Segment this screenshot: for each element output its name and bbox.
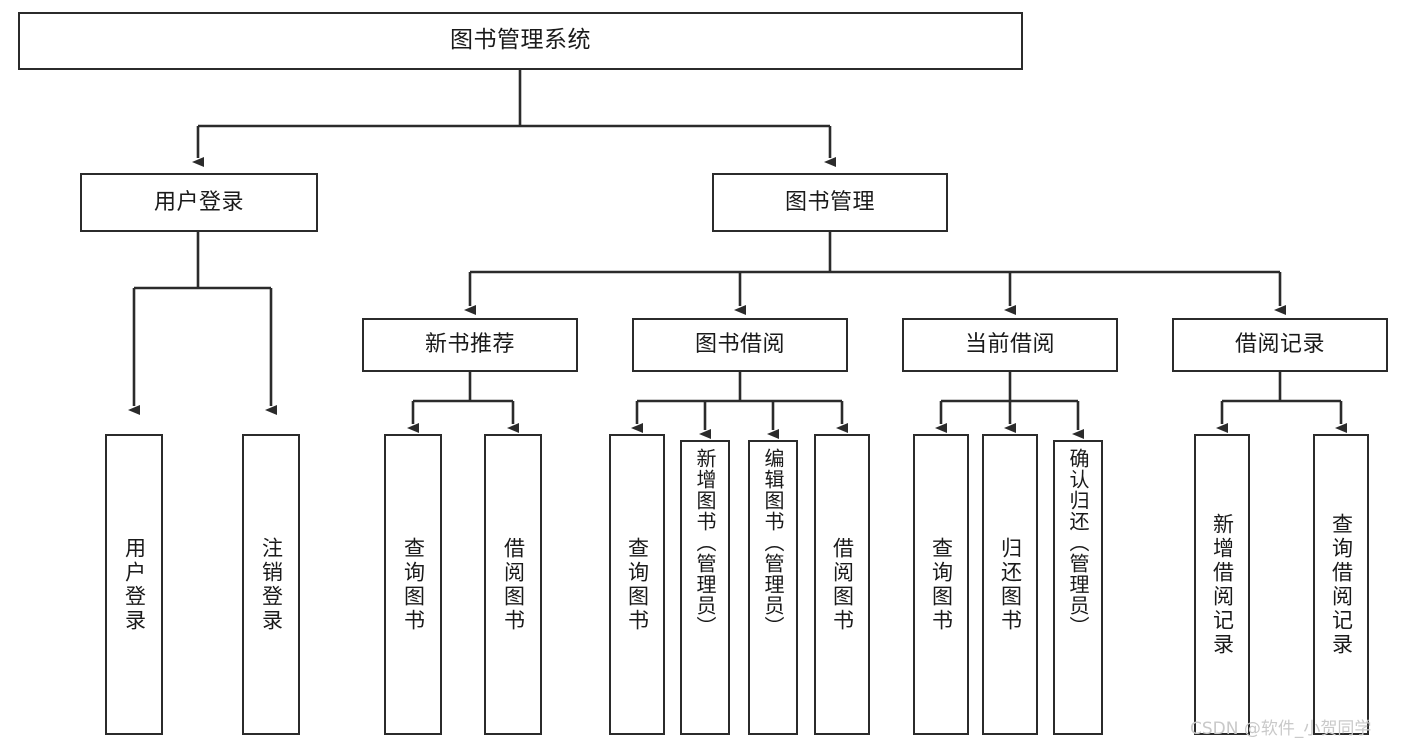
node-label: 借阅图书 bbox=[501, 536, 526, 633]
node-label: 当前借阅 bbox=[964, 332, 1055, 358]
node-label: 新书推荐 bbox=[424, 332, 515, 358]
node-label: 确认归还（管理员） bbox=[1066, 448, 1090, 637]
node-label: 借阅记录 bbox=[1234, 332, 1325, 358]
leaf-cb-query-book[interactable]: 查询图书 bbox=[913, 434, 969, 735]
node-label: 用户登录 bbox=[122, 536, 147, 633]
node-borrow-record[interactable]: 借阅记录 bbox=[1172, 318, 1388, 372]
node-label: 查询图书 bbox=[401, 536, 426, 633]
leaf-br-add-record[interactable]: 新增借阅记录 bbox=[1194, 434, 1250, 735]
node-label: 新增借阅记录 bbox=[1210, 512, 1235, 657]
node-label: 查询图书 bbox=[625, 536, 650, 633]
node-label: 图书借阅 bbox=[694, 332, 785, 358]
leaf-bb-borrow-book[interactable]: 借阅图书 bbox=[814, 434, 870, 735]
node-book-management[interactable]: 图书管理 bbox=[712, 173, 948, 232]
node-current-borrow[interactable]: 当前借阅 bbox=[902, 318, 1118, 372]
node-book-borrow[interactable]: 图书借阅 bbox=[632, 318, 848, 372]
node-new-book-recommend[interactable]: 新书推荐 bbox=[362, 318, 578, 372]
node-label: 新增图书（管理员） bbox=[693, 448, 717, 637]
node-label: 用户登录 bbox=[153, 189, 244, 215]
node-root-book-management-system[interactable]: 图书管理系统 bbox=[18, 12, 1023, 70]
leaf-bb-edit-book-admin[interactable]: 编辑图书（管理员） bbox=[748, 440, 798, 735]
node-label: 查询图书 bbox=[929, 536, 954, 633]
node-label: 图书管理 bbox=[784, 189, 875, 215]
leaf-nb-query-book[interactable]: 查询图书 bbox=[384, 434, 442, 735]
node-label: 归还图书 bbox=[998, 536, 1023, 633]
csdn-watermark: CSDN @软件_小贺同学 bbox=[1190, 719, 1372, 739]
node-label: 编辑图书（管理员） bbox=[761, 448, 785, 637]
leaf-user-login[interactable]: 用户登录 bbox=[105, 434, 163, 735]
leaf-br-query-record[interactable]: 查询借阅记录 bbox=[1313, 434, 1369, 735]
node-label: 借阅图书 bbox=[830, 536, 855, 633]
node-label: 查询借阅记录 bbox=[1329, 512, 1354, 657]
leaf-cb-return-book[interactable]: 归还图书 bbox=[982, 434, 1038, 735]
leaf-logout[interactable]: 注销登录 bbox=[242, 434, 300, 735]
leaf-bb-query-book[interactable]: 查询图书 bbox=[609, 434, 665, 735]
leaf-nb-borrow-book[interactable]: 借阅图书 bbox=[484, 434, 542, 735]
leaf-cb-confirm-return-admin[interactable]: 确认归还（管理员） bbox=[1053, 440, 1103, 735]
node-label: 图书管理系统 bbox=[450, 27, 591, 54]
node-user-login[interactable]: 用户登录 bbox=[80, 173, 318, 232]
node-label: 注销登录 bbox=[259, 536, 284, 633]
leaf-bb-add-book-admin[interactable]: 新增图书（管理员） bbox=[680, 440, 730, 735]
